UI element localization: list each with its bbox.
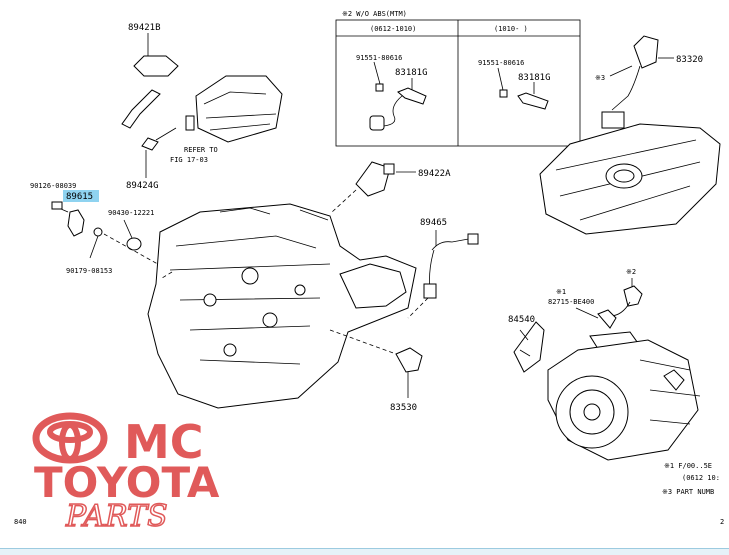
corner-label-left: 840 — [14, 518, 27, 526]
marker-2: ※2 — [626, 268, 636, 276]
speed-sensor-assy — [623, 285, 643, 307]
speed-sensor-drawing-1 — [369, 61, 427, 131]
label-89424g: 89424G — [126, 181, 159, 191]
hose — [121, 89, 161, 129]
label-90126: 90126-08039 — [30, 182, 76, 190]
oxygen-sensor-group: 89465 — [407, 218, 479, 319]
cam-sensor-group: 89422A — [331, 161, 451, 213]
fuel-sender-83320 — [633, 35, 659, 69]
inset-col2-header: (1010- ) — [494, 25, 528, 33]
o2-sensor-body — [423, 283, 437, 299]
intake-area: 89421B REFER TO FIG 17-03 89424G — [121, 23, 283, 191]
refer-to: REFER TO — [184, 146, 218, 154]
map-sensor — [133, 55, 179, 77]
knock-sensor-group: 90126-08039 89615 90430-12221 90179-0815… — [30, 182, 173, 275]
washer-90430 — [126, 237, 142, 251]
footnote-1a: ※1 F/00..5E — [664, 462, 712, 470]
oil-switch-group: 83530 — [329, 329, 423, 413]
label-83530: 83530 — [390, 403, 417, 413]
label-89422a: 89422A — [418, 169, 451, 179]
bolt-90126 — [51, 201, 63, 210]
watermark-parts: PARTS — [65, 499, 168, 534]
label-89615: 89615 — [66, 192, 93, 202]
label-90179: 90179-08153 — [66, 267, 112, 275]
label-89465: 89465 — [420, 218, 447, 228]
watermark-mc: MC — [124, 415, 204, 469]
corner-label-right: 2 — [720, 518, 724, 526]
knock-sensor — [67, 209, 85, 237]
label-90430: 90430-12221 — [108, 209, 154, 217]
cam-sensor-89422a — [355, 161, 391, 197]
watermark-toyota: TOYOTA — [34, 458, 220, 507]
speed-sensor-drawing-2 — [497, 67, 549, 110]
label-82715: 82715-BE400 — [548, 298, 594, 306]
bottom-scroll-strip — [0, 548, 729, 555]
inset-col2-bolt: 91551-80616 — [478, 59, 524, 67]
label-84540: 84540 — [508, 315, 535, 325]
engine-block — [147, 203, 417, 409]
highlight-89615 — [63, 190, 99, 202]
inset-title: ※2 W/O ABS(MTM) — [342, 10, 407, 18]
oil-pressure-switch — [395, 347, 423, 373]
marker-1: ※1 — [556, 288, 566, 296]
marker-note3: ※3 — [595, 74, 605, 82]
inset-box: ※2 W/O ABS(MTM) (0612-1010) (1010- ) 915… — [335, 10, 581, 147]
refer-fig: FIG 17-03 — [170, 156, 208, 164]
neutral-switch-84540 — [513, 321, 545, 373]
watermark-logo: MC TOYOTA PARTS — [32, 412, 220, 535]
bolt — [185, 115, 195, 131]
toyota-emblem — [32, 412, 108, 464]
footnote-1b: (0612 10: — [682, 474, 720, 482]
label-89421b: 89421B — [128, 23, 161, 33]
inset-col1-header: (0612-1010) — [370, 25, 416, 33]
footnote-3: ※3 PART NUMB — [662, 488, 714, 496]
ecu-cover — [195, 75, 283, 143]
inset-col1-sensor: 83181G — [395, 68, 428, 78]
nut-90179 — [93, 227, 103, 237]
fuel-tank-group: 83320 ※3 — [539, 35, 721, 235]
sensor-89424g — [141, 137, 159, 151]
transmission-group: ※2 ※1 82715-BE400 84540 — [508, 268, 701, 461]
inset-col2-sensor: 83181G — [518, 73, 551, 83]
label-83320: 83320 — [676, 55, 703, 65]
inset-col1-bolt: 91551-80616 — [356, 54, 402, 62]
